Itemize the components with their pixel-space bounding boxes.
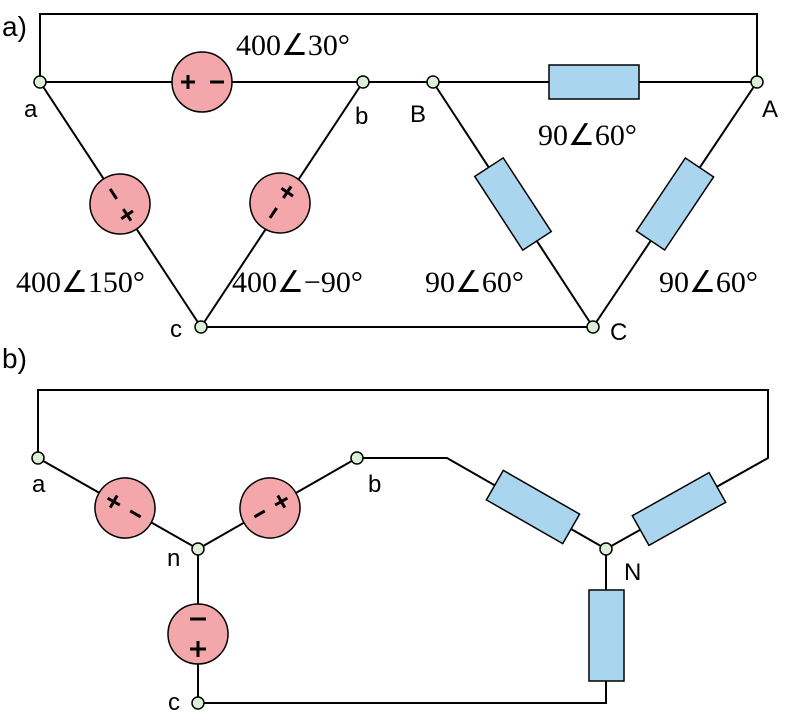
node-N-label: N	[624, 559, 641, 586]
plus-sign-vertical	[120, 209, 134, 220]
node-B	[426, 75, 440, 89]
voltage-source-ab	[171, 51, 233, 113]
load-BC-value: 90∠60°	[425, 266, 524, 299]
voltage-source-cn	[167, 603, 229, 665]
node-C-label: C	[610, 319, 627, 346]
part-a: a) 400∠30° 400∠150°	[2, 11, 778, 346]
voltage-source-an-body	[94, 477, 156, 539]
node-c	[194, 320, 208, 334]
node-n	[191, 542, 205, 556]
load-AB-value: 90∠60°	[538, 119, 637, 152]
voltage-source-bc-body	[249, 172, 311, 234]
return-wire-top	[39, 13, 758, 82]
node-a-label: a	[24, 96, 38, 123]
node-c-label: c	[168, 689, 180, 716]
minus-sign	[253, 509, 266, 519]
node-C	[586, 320, 600, 334]
node-b-label: b	[355, 103, 368, 130]
node-a	[33, 75, 47, 89]
node-b	[350, 451, 364, 465]
voltage-source-bn	[239, 477, 301, 539]
load-resistor-BC	[473, 156, 553, 252]
node-B-label: B	[410, 101, 426, 128]
voltage-source-bc	[249, 172, 311, 234]
node-N	[599, 542, 613, 556]
voltage-source-ab-body	[171, 51, 233, 113]
minus-sign	[268, 207, 278, 219]
node-b	[356, 75, 370, 89]
load-CA-value: 90∠60°	[659, 266, 758, 299]
node-a-label: a	[32, 471, 46, 498]
node-a	[31, 451, 45, 465]
load-resistor-AB	[548, 64, 640, 100]
part-b: b)	[2, 343, 769, 716]
node-b-label: b	[368, 471, 381, 498]
node-A	[750, 75, 764, 89]
load-resistor-cN	[588, 589, 625, 682]
load-resistor-CA	[635, 156, 715, 252]
node-n-label: n	[167, 545, 180, 572]
node-c	[191, 696, 205, 710]
source-bc-value: 400∠−90°	[232, 266, 363, 299]
voltage-source-an	[94, 477, 156, 539]
load-resistor-aN	[631, 471, 727, 547]
voltage-source-cn-body	[167, 603, 229, 665]
voltage-source-ca-body	[89, 173, 151, 235]
part-b-label: b)	[2, 343, 27, 374]
node-A-label: A	[762, 96, 778, 123]
minus-sign	[129, 509, 142, 519]
plus-sign-vertical	[276, 494, 287, 509]
voltage-source-ca	[89, 173, 151, 235]
source-ab-value: 400∠30°	[236, 29, 350, 62]
plus-sign-vertical	[108, 494, 119, 509]
source-ca-value: 400∠150°	[16, 266, 145, 299]
minus-sign	[108, 188, 118, 200]
voltage-source-bn-body	[239, 477, 301, 539]
wire-c-N	[198, 549, 607, 704]
part-a-label: a)	[2, 11, 27, 42]
node-c-label: c	[170, 316, 182, 343]
plus-sign-vertical	[280, 187, 294, 198]
load-resistor-bN	[485, 469, 581, 545]
wire-b-N	[357, 457, 607, 550]
